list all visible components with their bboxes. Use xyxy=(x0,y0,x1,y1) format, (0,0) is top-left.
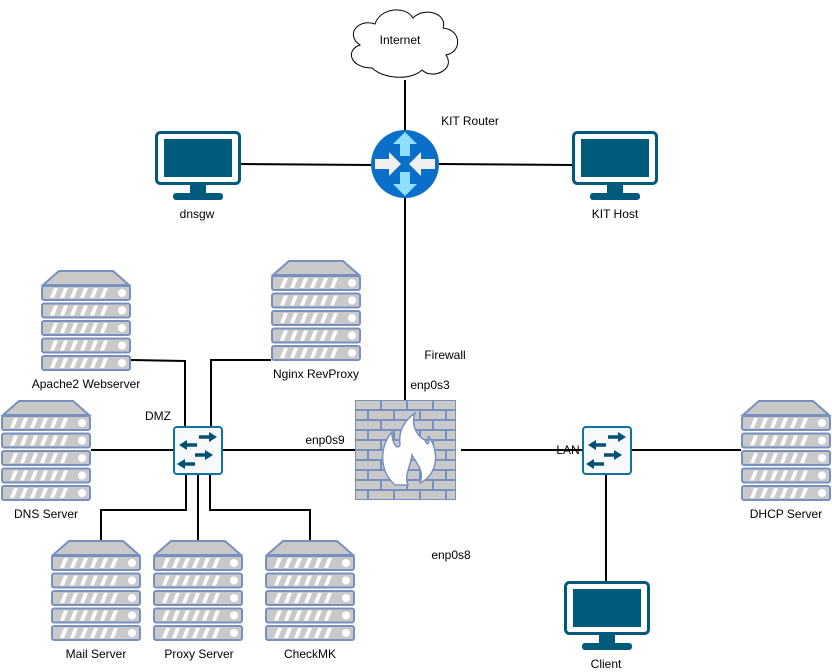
firewall-brick xyxy=(356,431,367,439)
link-apache-dmz xyxy=(130,359,186,426)
dhcp-label: DHCP Server xyxy=(750,507,822,521)
firewall-brick xyxy=(447,471,455,479)
firewall-label: Firewall xyxy=(424,348,465,362)
firewall-brick xyxy=(369,471,393,479)
firewall-brick xyxy=(395,411,419,419)
firewall-brick xyxy=(395,491,419,499)
firewall-brick xyxy=(421,471,445,479)
firewall-brick xyxy=(356,451,367,459)
apache-label: Apache2 Webserver xyxy=(32,377,141,391)
router-label: KIT Router xyxy=(441,114,499,128)
firewall-icon[interactable] xyxy=(355,400,456,500)
firewall-brick xyxy=(369,431,393,439)
link-router-kithost xyxy=(438,163,573,166)
lan-switch-icon[interactable] xyxy=(581,425,633,476)
dnsgw-monitor-icon[interactable] xyxy=(155,131,241,202)
nginx-server-icon[interactable] xyxy=(272,261,360,360)
firewall-brick xyxy=(356,481,380,489)
cloud-icon[interactable] xyxy=(350,9,459,78)
lan-label: LAN xyxy=(556,443,579,457)
firewall-brick xyxy=(434,461,455,469)
proxy-server-icon[interactable] xyxy=(154,541,242,640)
firewall-brick xyxy=(356,471,367,479)
internet-label: Internet xyxy=(380,33,421,47)
dhcp-server-icon[interactable] xyxy=(742,401,830,500)
firewall-brick xyxy=(356,411,367,419)
client-monitor-icon[interactable] xyxy=(564,581,650,652)
checkmk-label: CheckMK xyxy=(284,647,336,661)
nginx-label: Nginx RevProxy xyxy=(273,367,359,381)
firewall-brick xyxy=(421,411,445,419)
firewall-brick xyxy=(434,401,455,409)
firewall-brick xyxy=(356,401,380,409)
firewall-brick xyxy=(356,461,380,469)
enp0s9-label: enp0s9 xyxy=(305,433,345,447)
firewall-brick xyxy=(421,431,445,439)
kithost-label: KIT Host xyxy=(592,207,639,221)
firewall-brick xyxy=(369,491,393,499)
checkmk-server-icon[interactable] xyxy=(266,541,354,640)
link-nginx-dmz xyxy=(210,359,271,426)
dns-server-icon[interactable] xyxy=(2,401,90,500)
firewall-brick xyxy=(434,481,455,489)
proxy-label: Proxy Server xyxy=(164,647,233,661)
firewall-brick xyxy=(434,441,455,449)
firewall-brick xyxy=(447,431,455,439)
link-checkmk-dmz xyxy=(209,474,311,540)
connections xyxy=(91,80,741,581)
link-mail-dmz xyxy=(100,474,187,540)
firewall-brick xyxy=(382,421,406,429)
mail-label: Mail Server xyxy=(66,647,127,661)
dns-label: DNS Server xyxy=(14,507,78,521)
firewall-brick xyxy=(408,481,432,489)
enp0s3-label: enp0s3 xyxy=(410,378,450,392)
firewall-brick xyxy=(447,411,455,419)
firewall-brick xyxy=(434,421,455,429)
firewall-brick xyxy=(447,451,455,459)
enp0s8-label: enp0s8 xyxy=(431,548,471,562)
router-icon[interactable] xyxy=(371,130,439,198)
firewall-brick xyxy=(356,421,380,429)
dmz-switch-icon[interactable] xyxy=(172,425,224,476)
firewall-brick xyxy=(369,411,393,419)
firewall-brick xyxy=(356,441,380,449)
dmz-label: DMZ xyxy=(145,409,171,423)
firewall-brick xyxy=(356,491,367,499)
firewall-brick xyxy=(408,401,432,409)
firewall-brick xyxy=(447,491,455,499)
client-label: Client xyxy=(591,657,622,671)
firewall-brick xyxy=(369,451,393,459)
kithost-monitor-icon[interactable] xyxy=(572,131,658,202)
apache-server-icon[interactable] xyxy=(42,271,130,370)
link-dnsgw-router xyxy=(239,163,372,166)
mail-server-icon[interactable] xyxy=(52,541,140,640)
firewall-brick xyxy=(382,401,406,409)
dnsgw-label: dnsgw xyxy=(180,207,215,221)
firewall-brick xyxy=(408,421,432,429)
firewall-brick xyxy=(421,491,445,499)
